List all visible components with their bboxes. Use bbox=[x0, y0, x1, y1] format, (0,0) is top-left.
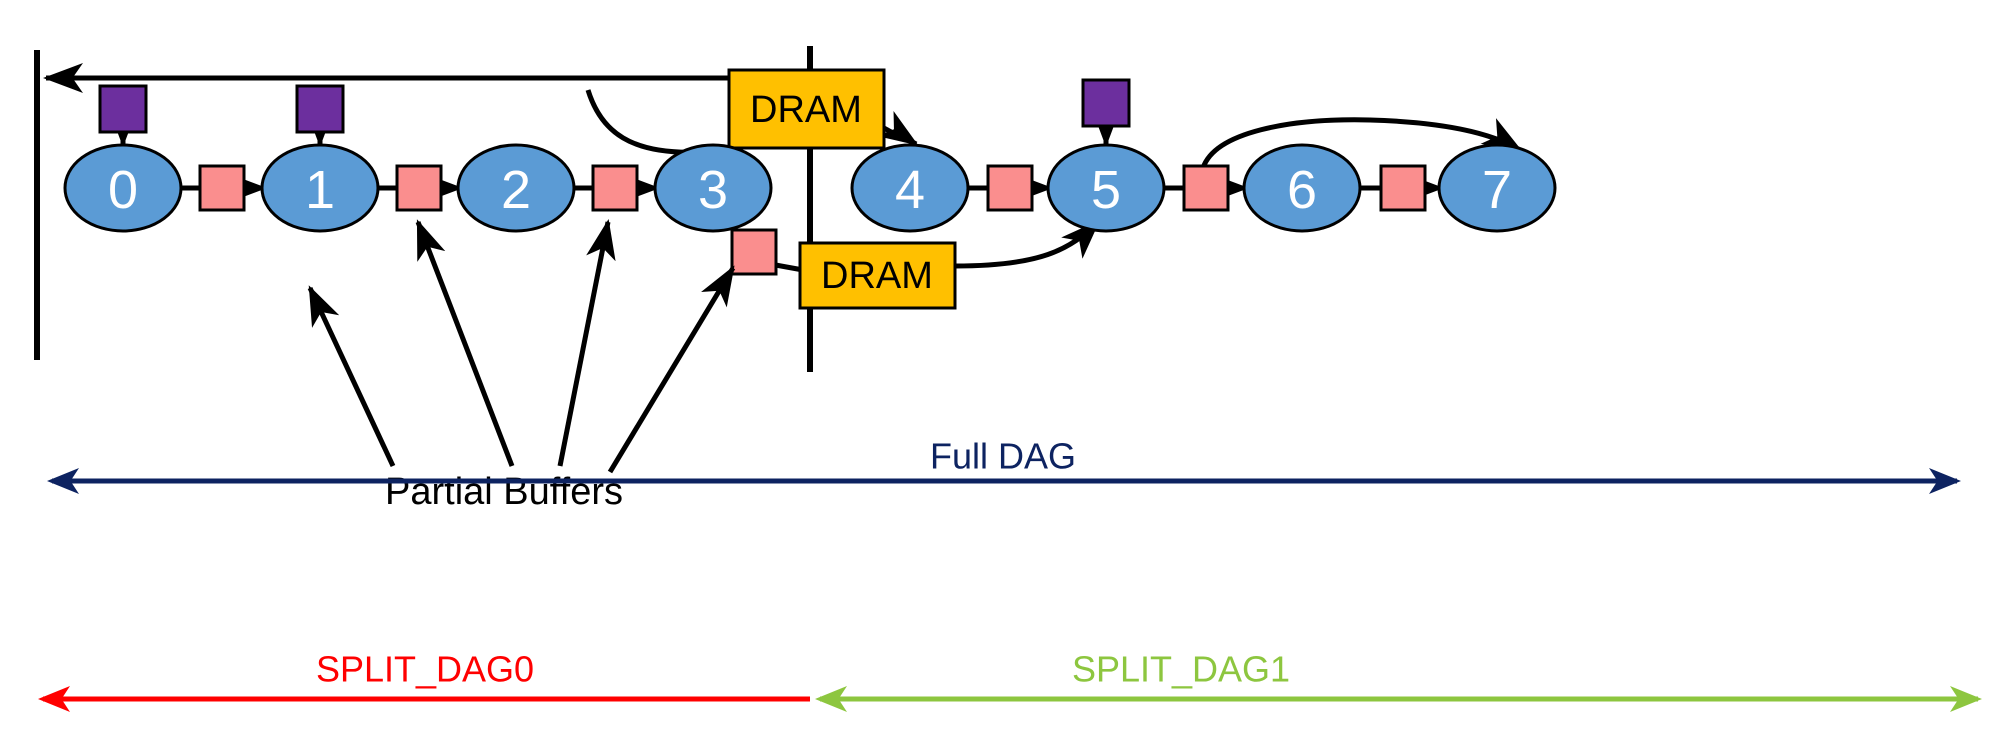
node-6-label: 6 bbox=[1287, 160, 1317, 220]
node-0: 0 bbox=[63, 143, 183, 233]
node-4-label: 4 bbox=[895, 160, 925, 220]
split-dag0-label: SPLIT_DAG0 bbox=[316, 649, 534, 690]
partial-buffer-6-7 bbox=[1379, 164, 1427, 212]
dram-bottom-label: DRAM bbox=[821, 255, 933, 297]
node-2: 2 bbox=[456, 143, 576, 233]
partial-buffer-2-3 bbox=[591, 164, 639, 212]
weight-block-node0 bbox=[98, 84, 148, 134]
partial-buffer-0-1 bbox=[198, 164, 246, 212]
full-dag-label: Full DAG bbox=[930, 436, 1076, 477]
split-dag1-label: SPLIT_DAG1 bbox=[1072, 649, 1290, 690]
leader-line-buffer-3-dram bbox=[607, 265, 736, 474]
weight-block-node1 bbox=[295, 84, 345, 134]
leader-line-buffer-2-3 bbox=[557, 219, 616, 467]
partial-buffers-label: Partial Buffers bbox=[385, 471, 623, 513]
partial-buffer-5-6 bbox=[1182, 164, 1230, 212]
node-1-label: 1 bbox=[305, 160, 335, 220]
node-3-label: 3 bbox=[698, 160, 728, 220]
node-4: 4 bbox=[850, 143, 970, 233]
partial-buffer-4-5 bbox=[986, 164, 1034, 212]
node-7: 7 bbox=[1437, 143, 1557, 233]
node-1: 1 bbox=[260, 143, 380, 233]
edge-buffer5-to-node7 bbox=[1200, 117, 1523, 169]
node-5: 5 bbox=[1046, 143, 1166, 233]
node-5-label: 5 bbox=[1091, 160, 1121, 220]
span-split-dag1: SPLIT_DAG1 bbox=[815, 649, 1983, 713]
edge-dram-bottom-to-node5 bbox=[954, 219, 1101, 269]
edge-dram-top-to-node4 bbox=[876, 111, 919, 147]
dram-box-bottom: DRAM bbox=[798, 241, 957, 310]
leader-line-buffer-0-1 bbox=[307, 285, 396, 468]
node-6: 6 bbox=[1242, 143, 1362, 233]
node-3: 3 bbox=[653, 143, 773, 233]
weight-block-node5 bbox=[1081, 78, 1131, 128]
partial-buffer-3-dram bbox=[730, 228, 778, 276]
node-2-label: 2 bbox=[501, 160, 531, 220]
dram-box-top: DRAM bbox=[727, 68, 886, 150]
dram-top-label: DRAM bbox=[750, 89, 862, 131]
span-split-dag0: SPLIT_DAG0 bbox=[38, 649, 810, 713]
partial-buffer-1-2 bbox=[395, 164, 443, 212]
node-0-label: 0 bbox=[108, 160, 138, 220]
node-7-label: 7 bbox=[1482, 160, 1512, 220]
leader-line-buffer-1-2 bbox=[415, 219, 515, 467]
span-full-dag: Full DAG bbox=[47, 436, 1962, 495]
edge-buffer2-to-dram-top bbox=[585, 89, 701, 155]
